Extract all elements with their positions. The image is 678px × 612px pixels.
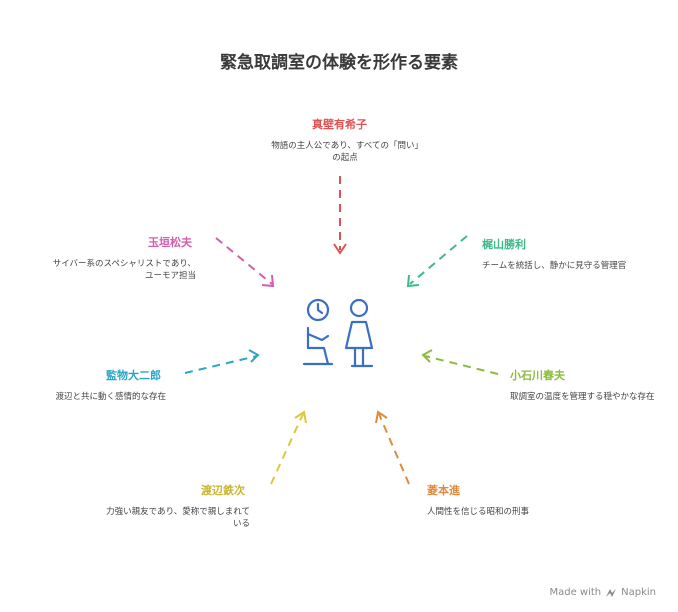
node-desc-kajiyama: チームを統括し、静かに見守る管理官 [482, 261, 627, 271]
node-label-kajiyama: 梶山勝利 [482, 238, 526, 251]
arrow-mabe [333, 176, 347, 255]
node-desc-hishimoto: 人間性を信じる昭和の刑事 [427, 507, 530, 517]
node-label-tamagaki: 玉垣松夫 [148, 236, 192, 249]
node-desc-tamagaki: サイバー系のスペシャリストであり、ユーモア担当 [52, 259, 196, 281]
arrow-watanabe [270, 410, 307, 485]
arrow-tamagaki [215, 237, 275, 288]
node-label-watanabe: 渡辺鉄次 [201, 484, 245, 497]
node-label-kantoku: 監物大二郎 [106, 369, 161, 382]
brand-name: Napkin [621, 587, 656, 598]
napkin-logo-icon [606, 588, 617, 597]
brand-watermark: Made with Napkin [549, 587, 656, 598]
diagram-title: 緊急取調室の体験を形作る要素 [220, 53, 458, 73]
node-label-koishikawa: 小石川春夫 [510, 369, 565, 382]
node-desc-watanabe: 力強い親友であり、愛称で親しまれている [106, 507, 250, 529]
interrogation-room-icon [302, 298, 374, 368]
arrow-hishimoto [375, 410, 410, 485]
arrow-kajiyama [406, 235, 468, 288]
arrow-koishikawa [421, 349, 499, 375]
arrow-kantoku [184, 349, 260, 374]
node-desc-koishikawa: 取調室の温度を管理する穏やかな存在 [510, 392, 655, 402]
node-label-hishimoto: 菱本進 [427, 484, 460, 497]
node-desc-kantoku: 渡辺と共に動く感情的な存在 [55, 392, 166, 402]
brand-prefix: Made with [549, 587, 602, 598]
node-label-mabe: 真壁有希子 [312, 118, 367, 131]
node-desc-mabe: 物語の主人公であり、すべての「問い」の起点 [271, 141, 419, 163]
